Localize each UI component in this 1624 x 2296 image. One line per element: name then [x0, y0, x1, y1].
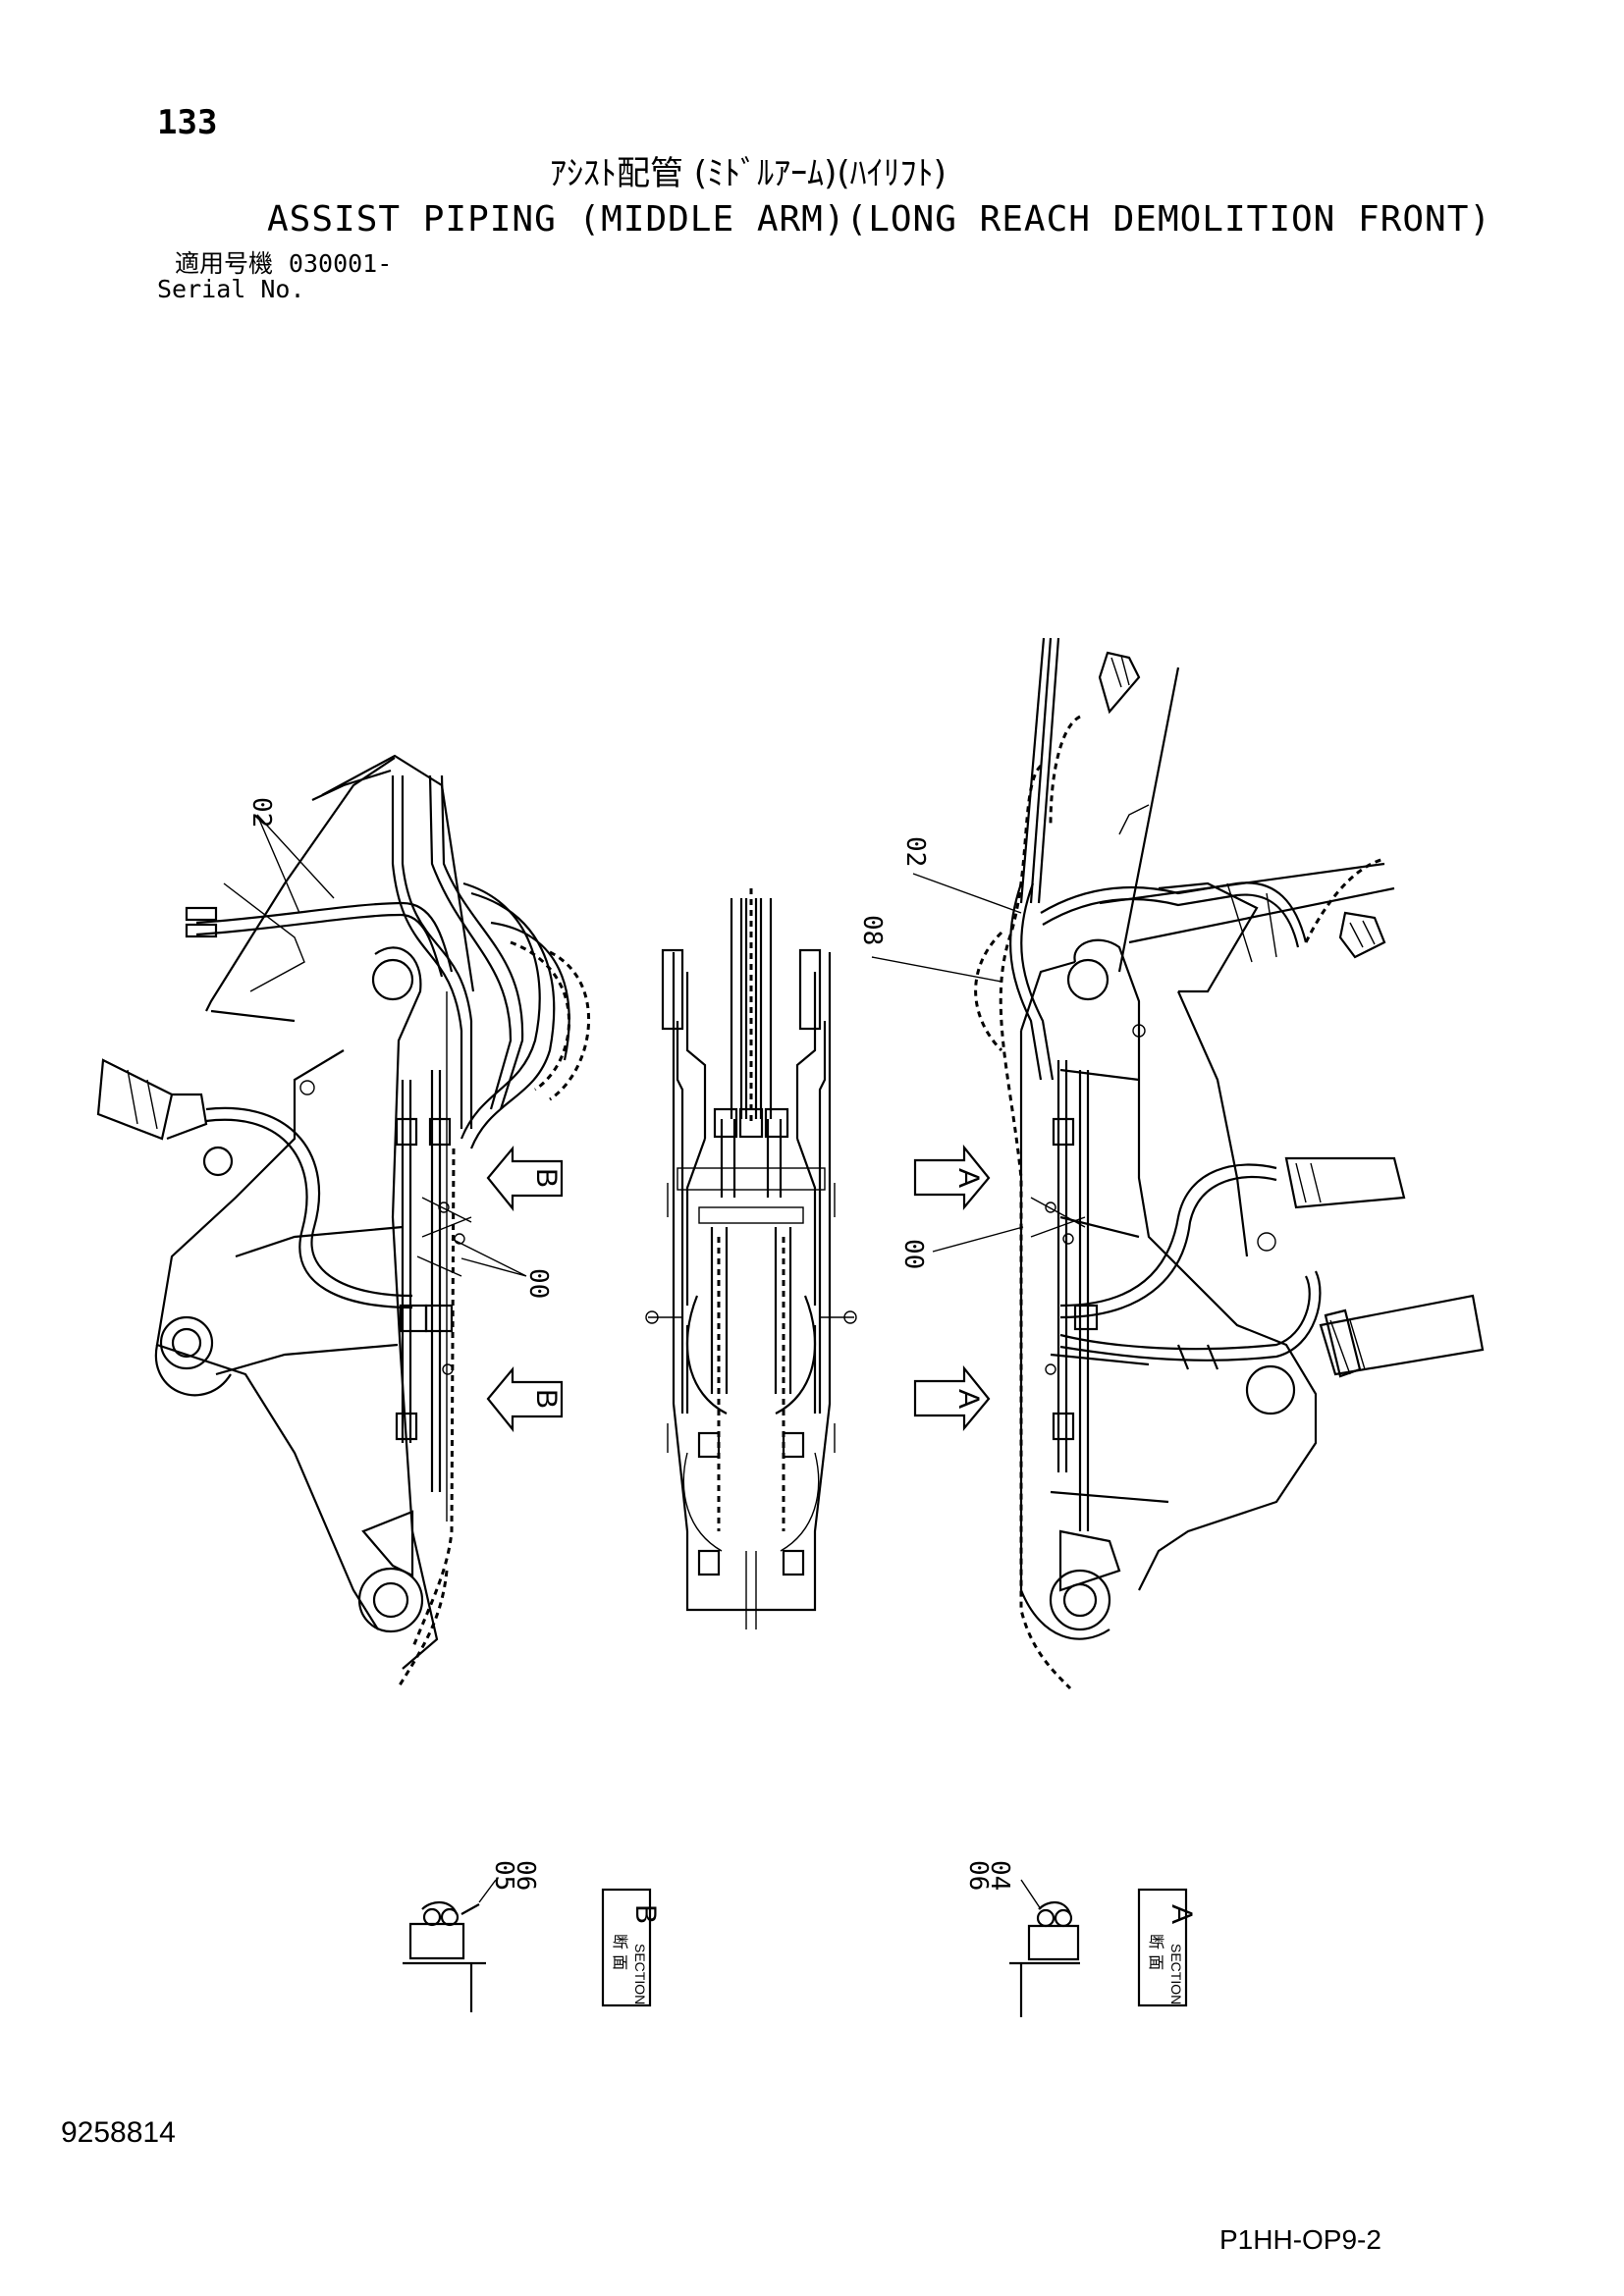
section-b-jp: 断 面	[611, 1934, 629, 1970]
section-a-letter: A	[1165, 1904, 1198, 1924]
serial-label-japanese: 適用号機 030001-	[175, 251, 392, 276]
callout-right-00: 00	[898, 1239, 928, 1269]
section-b-label-box	[601, 1888, 652, 2007]
view-arrow-b-2-letter: B	[530, 1389, 563, 1409]
callout-right-02: 02	[900, 836, 930, 867]
left-side-view	[96, 754, 591, 1689]
section-a-en: SECTION	[1168, 1944, 1184, 2004]
view-arrow-b-2: B	[486, 1365, 564, 1433]
page-number: 133	[157, 103, 218, 142]
callout-left-00: 00	[523, 1268, 553, 1299]
section-b-letter: B	[629, 1904, 662, 1924]
view-arrow-a-1-letter: A	[952, 1168, 985, 1188]
title-english: ASSIST PIPING (MIDDLE ARM)(LONG REACH DE…	[267, 199, 1492, 240]
section-b-detail: 05 06 B 断 面 SECTION	[403, 1860, 662, 2012]
section-a-detail: 06 04 A 断 面 SECTION	[963, 1860, 1198, 2017]
view-arrow-b-1: B	[486, 1145, 564, 1212]
callout-section-b-06: 06	[511, 1860, 540, 1891]
section-a-jp: 断 面	[1147, 1934, 1165, 1970]
center-top-view	[645, 888, 857, 1629]
serial-label-english: Serial No.	[157, 275, 305, 303]
view-arrow-a-2-letter: A	[952, 1389, 985, 1409]
view-arrow-b-1-letter: B	[530, 1168, 563, 1188]
view-arrow-a-2: A	[913, 1364, 991, 1432]
callout-right-08: 08	[857, 915, 887, 945]
view-arrow-a-1: A	[913, 1144, 991, 1211]
right-callouts: 02 08 00	[857, 836, 1024, 1269]
right-side-view	[974, 637, 1485, 1690]
section-b-en: SECTION	[632, 1944, 648, 2004]
serial-value: 030001-	[288, 249, 393, 278]
callout-section-b-05: 05	[489, 1860, 518, 1891]
title-japanese: ｱｼｽﾄ配管 (ﾐﾄﾞﾙｱｰﾑ)(ﾊｲﾘﾌﾄ)	[550, 154, 947, 193]
sheet-code: P1HH-OP9-2	[1219, 2224, 1381, 2255]
callout-section-a-06: 06	[963, 1860, 993, 1891]
document-number: 9258814	[61, 2116, 176, 2149]
callout-section-a-04: 04	[985, 1860, 1014, 1891]
section-a-label-box	[1137, 1888, 1188, 2007]
serial-label-jp: 適用号機	[175, 249, 274, 278]
left-callouts: 02 00	[246, 797, 553, 1299]
